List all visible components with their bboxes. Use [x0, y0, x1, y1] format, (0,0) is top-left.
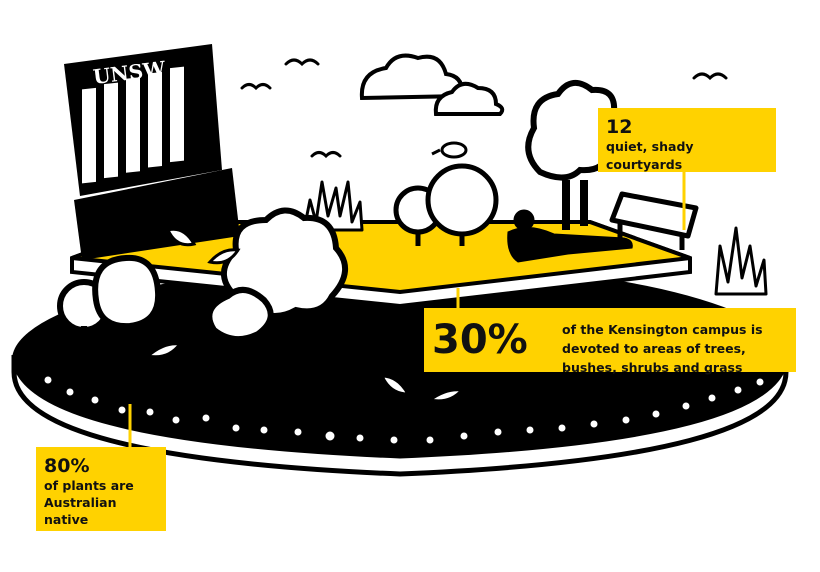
- tree-left-icons: [57, 254, 162, 344]
- cloud-icons: [359, 53, 505, 116]
- stat-campus-text: of the Kensington campus is devoted to a…: [562, 322, 763, 375]
- bench-icon: [609, 191, 699, 250]
- stat-campus-value: 30%: [432, 317, 528, 363]
- stat-courtyards: 12 quiet, shady courtyards: [598, 108, 776, 172]
- stat-courtyards-value: 12: [606, 116, 633, 138]
- bird-icons: [240, 58, 728, 159]
- bush-icons: [393, 163, 499, 246]
- callout-leaders: [128, 172, 686, 448]
- stat-native-text: of plants are Australian native: [44, 478, 134, 527]
- perched-bird-icon: [431, 141, 468, 159]
- stat-campus: 30% of the Kensington campus is devoted …: [424, 308, 796, 375]
- stat-courtyards-text: quiet, shady courtyards: [606, 139, 694, 172]
- tree-right-icon: [525, 80, 624, 230]
- stat-native-value: 80%: [44, 455, 90, 477]
- leaf-icons: [144, 227, 465, 403]
- stat-native: 80% of plants are Australian native: [36, 447, 166, 531]
- unsw-building: [64, 44, 240, 260]
- tree-center-icon: [206, 207, 348, 396]
- pebbles: [41, 373, 767, 447]
- person-relaxing-icon: [507, 209, 633, 263]
